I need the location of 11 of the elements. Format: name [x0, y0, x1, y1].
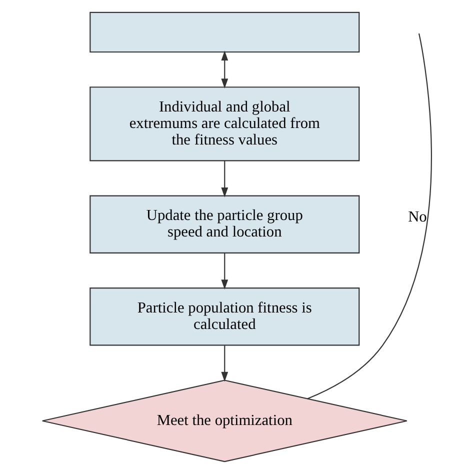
- arrow: [221, 160, 228, 198]
- arrow: [221, 50, 228, 89]
- edge-label: No: [408, 208, 427, 226]
- node-diamond: Meet the optimization: [42, 380, 408, 462]
- connector: [307, 33, 432, 400]
- arrow: [221, 346, 228, 382]
- node-box: Individual and global extremums are calculated from the fitness values: [90, 86, 360, 162]
- node-box: Particle population fitness is calculated: [90, 288, 360, 346]
- node-box: Update the particle group speed and location: [90, 195, 360, 254]
- node-box: [90, 12, 360, 53]
- arrow: [221, 252, 228, 290]
